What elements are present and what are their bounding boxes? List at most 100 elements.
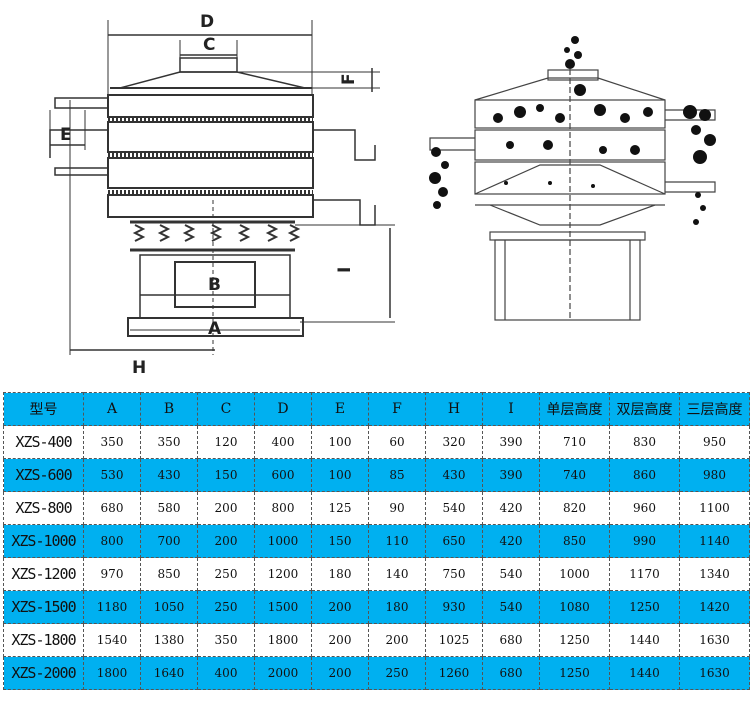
value-cell: 350 [140, 425, 198, 459]
value-cell: 125 [311, 491, 369, 525]
value-cell: 710 [539, 425, 610, 459]
value-cell: 150 [311, 524, 369, 558]
value-cell: 960 [609, 491, 680, 525]
value-cell: 1380 [140, 623, 198, 657]
value-cell: 830 [609, 425, 680, 459]
value-cell: 90 [368, 491, 426, 525]
value-cell: 930 [425, 590, 483, 624]
value-cell: 970 [83, 557, 141, 591]
value-cell: 1630 [679, 623, 750, 657]
value-cell: 430 [140, 458, 198, 492]
value-cell: 600 [254, 458, 312, 492]
value-cell: 85 [368, 458, 426, 492]
value-cell: 650 [425, 524, 483, 558]
machine-dimension-drawings: D C F E B A H I [49, 12, 716, 378]
value-cell: 250 [197, 590, 255, 624]
value-cell: 1000 [254, 524, 312, 558]
value-cell: 1340 [679, 557, 750, 591]
value-cell: 580 [140, 491, 198, 525]
value-cell: 540 [482, 557, 540, 591]
value-cell: 680 [482, 656, 540, 690]
value-cell: 1630 [679, 656, 750, 690]
model-cell: XZS-400 [3, 425, 84, 459]
dimension-drawing [49, 20, 395, 355]
value-cell: 1050 [140, 590, 198, 624]
model-cell: XZS-1800 [3, 623, 84, 657]
value-cell: 1200 [254, 557, 312, 591]
value-cell: 1080 [539, 590, 610, 624]
column-header: B [140, 392, 198, 426]
label-d: D [200, 12, 214, 32]
value-cell: 1440 [609, 623, 680, 657]
value-cell: 400 [197, 656, 255, 690]
value-cell: 200 [311, 623, 369, 657]
value-cell: 700 [140, 524, 198, 558]
value-cell: 110 [368, 524, 426, 558]
value-cell: 990 [609, 524, 680, 558]
value-cell: 1170 [609, 557, 680, 591]
value-cell: 430 [425, 458, 483, 492]
value-cell: 350 [83, 425, 141, 459]
model-cell: XZS-1000 [3, 524, 84, 558]
value-cell: 180 [368, 590, 426, 624]
label-c: C [203, 35, 215, 55]
value-cell: 1250 [609, 590, 680, 624]
model-cell: XZS-1200 [3, 557, 84, 591]
value-cell: 540 [425, 491, 483, 525]
label-h: H [132, 358, 146, 378]
value-cell: 1250 [539, 623, 610, 657]
value-cell: 390 [482, 458, 540, 492]
label-a: A [208, 319, 222, 339]
column-header: C [197, 392, 255, 426]
column-header: A [83, 392, 141, 426]
value-cell: 740 [539, 458, 610, 492]
value-cell: 350 [197, 623, 255, 657]
label-i: I [335, 267, 355, 273]
value-cell: 800 [83, 524, 141, 558]
value-cell: 820 [539, 491, 610, 525]
value-cell: 860 [609, 458, 680, 492]
column-header: H [425, 392, 483, 426]
flow-schematic [429, 60, 716, 321]
value-cell: 1250 [539, 656, 610, 690]
model-cell: XZS-2000 [3, 656, 84, 690]
value-cell: 120 [197, 425, 255, 459]
value-cell: 250 [368, 656, 426, 690]
value-cell: 1500 [254, 590, 312, 624]
column-header: F [368, 392, 426, 426]
value-cell: 150 [197, 458, 255, 492]
value-cell: 680 [482, 623, 540, 657]
column-header: I [482, 392, 540, 426]
value-cell: 1100 [679, 491, 750, 525]
value-cell: 200 [368, 623, 426, 657]
value-cell: 1420 [679, 590, 750, 624]
value-cell: 540 [482, 590, 540, 624]
value-cell: 530 [83, 458, 141, 492]
column-header: D [254, 392, 312, 426]
value-cell: 1440 [609, 656, 680, 690]
value-cell: 1180 [83, 590, 141, 624]
value-cell: 200 [311, 656, 369, 690]
value-cell: 1025 [425, 623, 483, 657]
value-cell: 200 [197, 524, 255, 558]
value-cell: 1640 [140, 656, 198, 690]
value-cell: 250 [197, 557, 255, 591]
column-header: 三层高度 [679, 392, 750, 426]
value-cell: 1000 [539, 557, 610, 591]
column-header: 单层高度 [539, 392, 610, 426]
value-cell: 1800 [254, 623, 312, 657]
model-cell: XZS-1500 [3, 590, 84, 624]
label-e: E [60, 125, 72, 145]
value-cell: 850 [539, 524, 610, 558]
value-cell: 400 [254, 425, 312, 459]
value-cell: 100 [311, 425, 369, 459]
